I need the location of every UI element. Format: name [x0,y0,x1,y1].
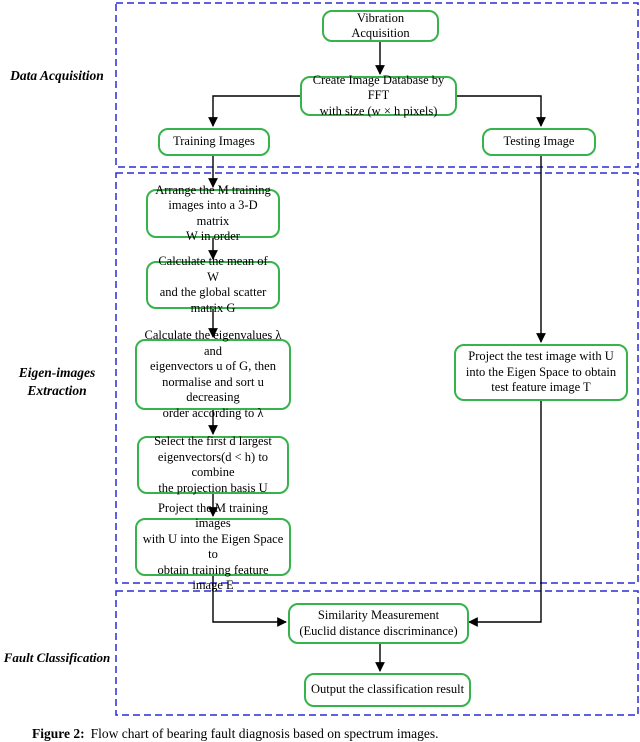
node-text-line: W in order [186,229,240,243]
node-text-line: (Euclid distance discriminance) [299,623,458,638]
region-fault-classification [115,590,639,716]
node-testing-image: Testing Image [482,128,596,156]
node-text-line: Project the M training images [157,500,269,531]
figure-caption: Figure 2: Flow chart of bearing fault dia… [32,726,439,742]
stage-label-fault-classification: Fault Classification [3,650,111,665]
node-text-line: Arrange the M training [155,182,271,197]
node-text-line: normalise and sort u decreasing [162,374,264,405]
region-data-acquisition [115,2,639,168]
node-text-line: Select the first d largest [154,434,272,448]
node-output-result: Output the classification result [304,673,471,707]
node-text-line: with U into the Eigen Space to [142,531,284,562]
node-text-line: with size (w × h pixels) [319,103,438,118]
arrow-database-to-testing [457,95,546,127]
node-text-line: Create Image Database by FFT [312,72,445,103]
stage-label-eigen-extraction: Eigen-images Extraction [0,364,114,400]
node-output-result-text: Output the classification result [311,682,464,698]
stage-label-data-acquisition: Data Acquisition [10,68,104,83]
stage-label-eigen-line1: Eigen-images [18,365,96,380]
figure-caption-text: Flow chart of bearing fault diagnosis ba… [90,726,439,741]
node-text-line: Output the classification result [310,682,465,697]
node-similarity-measurement: Similarity Measurement(Euclid distance d… [288,603,469,644]
node-text-line: Project the test image with U [468,349,614,364]
node-vibration-acquisition: Vibration Acquisition [322,10,439,42]
node-text-line: matrix G [190,300,236,315]
node-training-images: Training Images [158,128,270,156]
node-text-line: Vibration Acquisition [351,10,410,41]
node-text-line: Testing Image [503,134,575,149]
node-text-line: test feature image T [491,380,591,395]
node-text-line: Training Images [173,134,255,149]
node-text-line: Calculate the mean of W [158,254,268,284]
node-text-line: order according to λ [162,405,264,420]
node-text-line: Calculate the eigenvalues λ and [144,328,282,358]
arrow-project-test-to-similarity [468,401,542,627]
node-vibration-acquisition-text: Vibration Acquisition [328,11,433,42]
stage-label-eigen-line2: Extraction [27,383,87,398]
node-testing-image-text: Testing Image [504,134,575,150]
node-text-line: into the Eigen Space to obtain [465,364,617,379]
figure-caption-label: Figure 2: [32,726,85,741]
node-text-line: images into a 3-D matrix [168,198,258,228]
node-text-line: obtain training feature image E [157,562,269,593]
arrow-database-to-training [208,95,300,127]
node-text-line: and the global scatter [159,285,267,299]
node-text-line: the projection basis U [158,480,268,495]
region-eigen-extraction [115,172,639,584]
node-text-line: eigenvectors u of G, then [149,359,276,373]
node-training-images-text: Training Images [173,134,255,150]
node-similarity-measurement-text: Similarity Measurement(Euclid distance d… [299,608,457,639]
node-text-line: eigenvectors(d < h) to combine [157,449,269,480]
node-text-line: Similarity Measurement [317,608,440,622]
arrow-project-train-to-similarity [212,576,287,627]
